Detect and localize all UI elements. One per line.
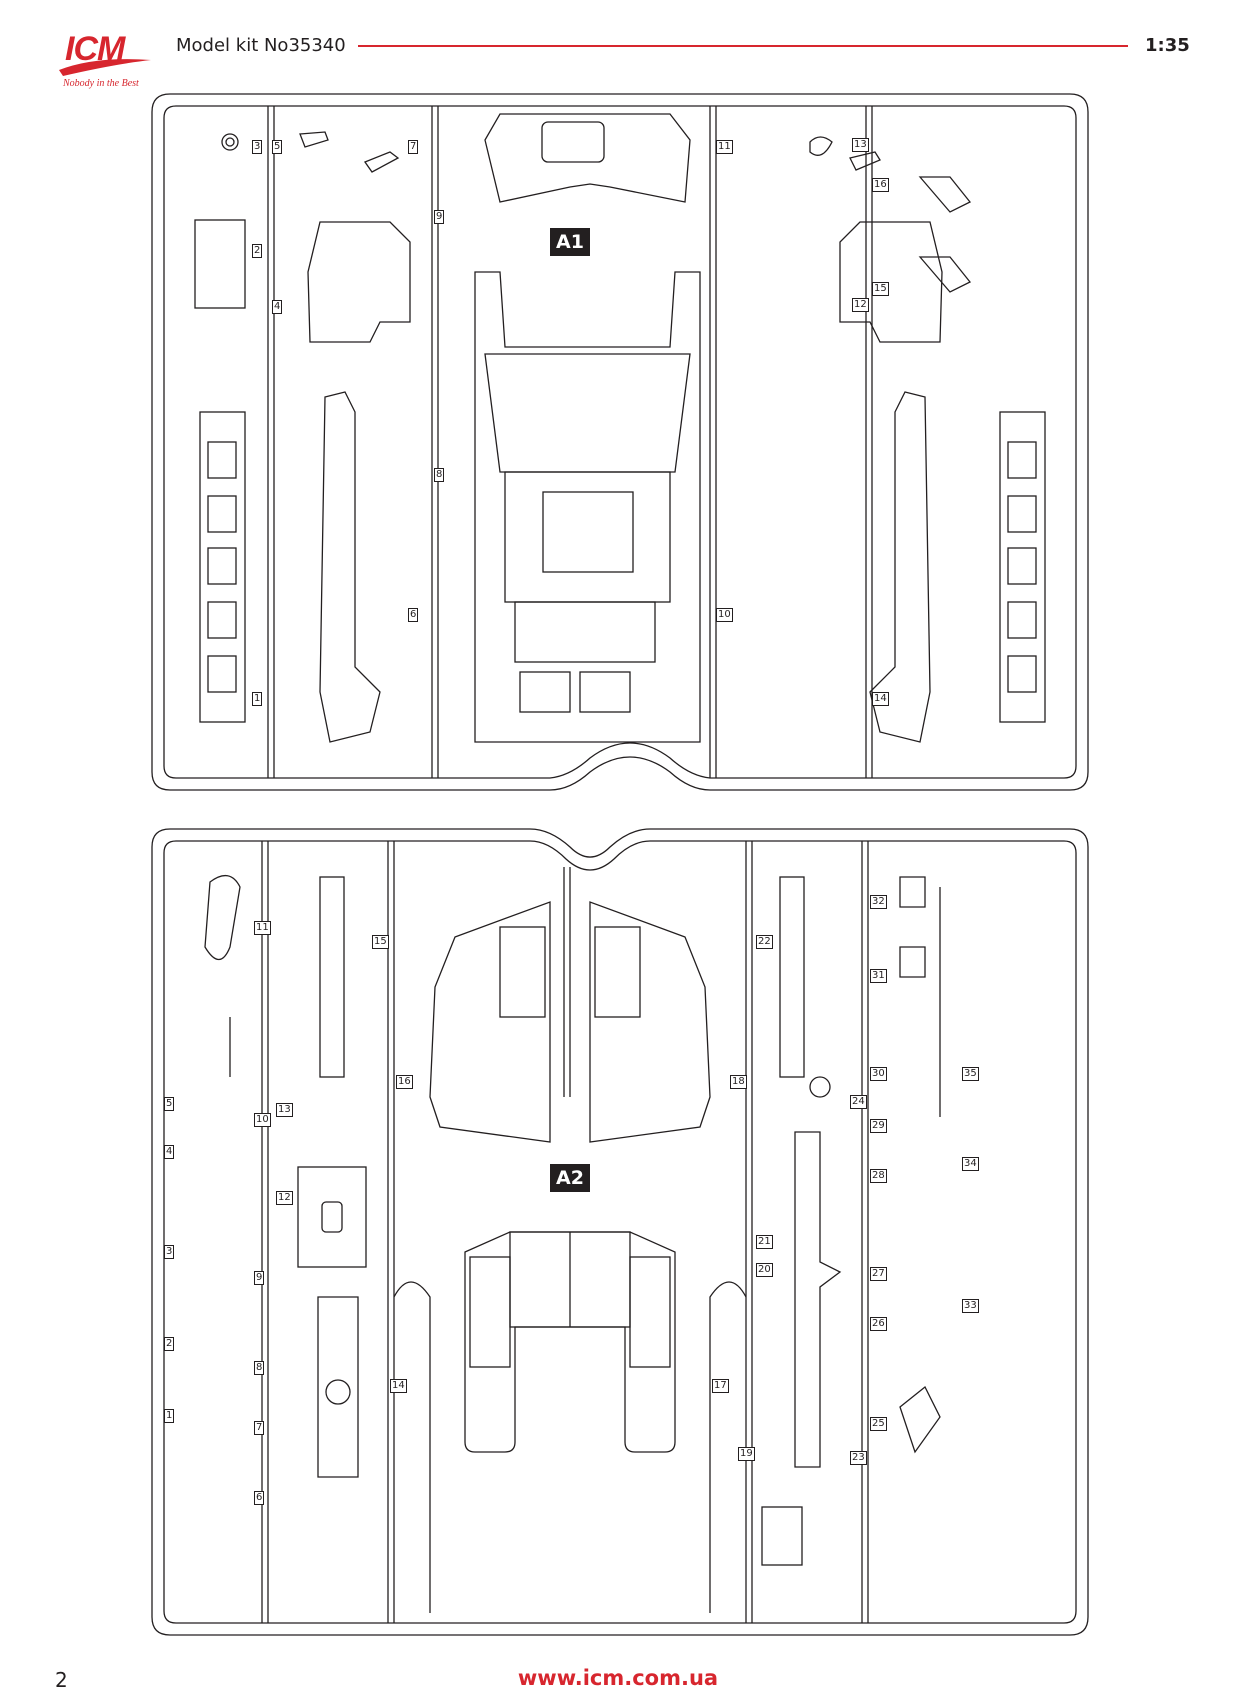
logo-swoosh-icon: [59, 59, 151, 76]
part-number: 15: [372, 935, 389, 949]
part-number: 20: [756, 1263, 773, 1277]
part-number: 33: [962, 1299, 979, 1313]
kit-title: Model kit No35340: [176, 35, 346, 56]
part-number: 2: [164, 1337, 175, 1351]
sprue-a1-drawing: [151, 93, 1089, 791]
part-number: 6: [254, 1491, 265, 1505]
part-number: 14: [872, 692, 889, 706]
sprue-a1: A1 1 2 3 4 5 6 7 8 9 10 11 12 13 14 15 1…: [150, 92, 1090, 792]
part-number: 1: [164, 1409, 175, 1423]
kit-scale: 1:35: [1145, 35, 1190, 56]
sprue-a2-label: A2: [550, 1164, 590, 1192]
page-header: ICM Nobody in the Best Model kit No35340…: [0, 0, 1236, 110]
part-number: 9: [434, 210, 445, 224]
page-number: 2: [55, 1668, 68, 1692]
part-number: 29: [870, 1119, 887, 1133]
part-number: 12: [852, 298, 869, 312]
part-number: 18: [730, 1075, 747, 1089]
logo-text: ICM: [65, 30, 125, 68]
icm-logo: ICM Nobody in the Best: [55, 26, 165, 96]
part-number: 16: [396, 1075, 413, 1089]
part-number: 2: [252, 244, 263, 258]
part-number: 30: [870, 1067, 887, 1081]
website-link[interactable]: www.icm.com.ua: [517, 1666, 719, 1690]
part-number: 19: [738, 1447, 755, 1461]
sprue-a1-label: A1: [550, 228, 590, 256]
part-number: 34: [962, 1157, 979, 1171]
part-number: 8: [254, 1361, 265, 1375]
part-number: 12: [276, 1191, 293, 1205]
part-number: 28: [870, 1169, 887, 1183]
part-number: 3: [252, 140, 263, 154]
sprue-a2: A2 1 2 3 4 5 6 7 8 9 10 11 12 13 14 15 1…: [150, 827, 1090, 1637]
part-number: 1: [252, 692, 263, 706]
part-number: 9: [254, 1271, 265, 1285]
part-number: 35: [962, 1067, 979, 1081]
part-number: 24: [850, 1095, 867, 1109]
part-number: 8: [434, 468, 445, 482]
part-number: 22: [756, 935, 773, 949]
part-number: 4: [164, 1145, 175, 1159]
part-number: 13: [852, 138, 869, 152]
part-number: 3: [164, 1245, 175, 1259]
part-number: 4: [272, 300, 283, 314]
part-number: 31: [870, 969, 887, 983]
sprue-a2-drawing: [151, 828, 1089, 1636]
part-number: 23: [850, 1451, 867, 1465]
part-number: 16: [872, 178, 889, 192]
part-number: 25: [870, 1417, 887, 1431]
part-number: 14: [390, 1379, 407, 1393]
part-number: 11: [254, 921, 271, 935]
part-number: 32: [870, 895, 887, 909]
part-number: 21: [756, 1235, 773, 1249]
part-number: 7: [408, 140, 419, 154]
part-number: 10: [254, 1113, 271, 1127]
part-number: 27: [870, 1267, 887, 1281]
part-number: 26: [870, 1317, 887, 1331]
part-number: 17: [712, 1379, 729, 1393]
logo-tagline: Nobody in the Best: [63, 78, 139, 89]
part-number: 10: [716, 608, 733, 622]
header-divider: [358, 45, 1128, 47]
part-number: 11: [716, 140, 733, 154]
part-number: 7: [254, 1421, 265, 1435]
part-number: 6: [408, 608, 419, 622]
part-number: 5: [272, 140, 283, 154]
part-number: 13: [276, 1103, 293, 1117]
part-number: 5: [164, 1097, 175, 1111]
part-number: 15: [872, 282, 889, 296]
